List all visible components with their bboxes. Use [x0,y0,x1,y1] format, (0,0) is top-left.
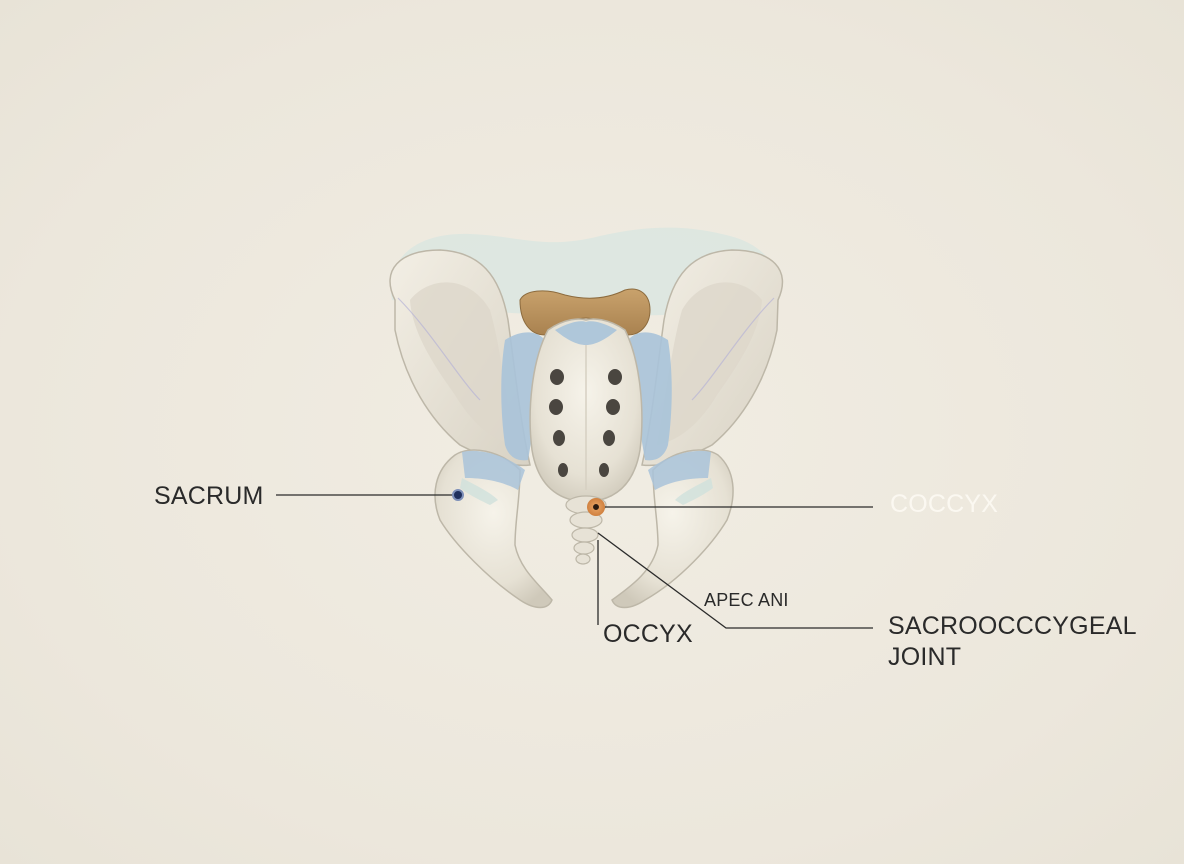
label-coccyx: COCCYX [890,490,999,518]
leader-lines [276,494,873,629]
label-sacrococcygeal-line2: JOINT [888,643,962,671]
label-sacrum: SACRUM [154,482,264,510]
coccyx-marker [587,498,605,516]
label-apec-ani: APEC ANI [704,590,789,610]
label-occyx: OCCYX [603,620,693,648]
sacrococcygeal-leader [597,532,873,629]
sacrum-marker [452,489,464,501]
label-sacrococcygeal-line1: SACROOCCCYGEAL [888,612,1137,640]
sacral-foramina [549,369,622,477]
